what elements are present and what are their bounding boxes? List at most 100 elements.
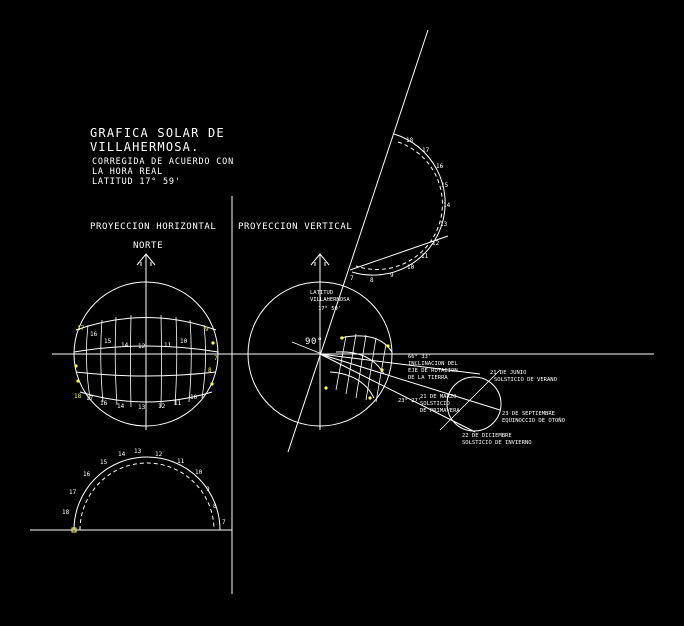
top-hour-label: 16 — [436, 163, 444, 170]
horizontal-heading: PROYECCION HORIZONTAL — [90, 222, 216, 232]
day-path-winter — [79, 391, 213, 403]
sun-position-markers — [74, 341, 215, 386]
incl-label-3: DE LA TIERRA — [408, 375, 448, 381]
arc-start-marker — [71, 527, 77, 533]
ray-line — [319, 353, 481, 375]
title-line-1: GRAFICA SOLAR DE — [90, 126, 225, 140]
hour-label: 10 — [190, 394, 198, 401]
latitud-label-2: VILLAHERMOSA — [310, 297, 350, 303]
arc-hour-label: 8 — [213, 503, 217, 510]
hour-label: 18 — [74, 393, 82, 400]
hour-line — [188, 319, 192, 403]
incl-value: 66° 33' — [408, 354, 431, 360]
sept-label-2: EQUINOCCIO DE OTOÑO — [502, 417, 565, 424]
incl-label-2: EJE DE ROTACION — [408, 368, 458, 374]
horizon-circle — [73, 281, 219, 427]
top-outer-arc — [351, 133, 446, 276]
title-note-2: LA HORA REAL — [92, 167, 163, 177]
sept-label-1: 23 DE SEPTIEMBRE — [502, 411, 555, 417]
hour-label: 16 — [100, 400, 108, 407]
sun-arc — [339, 335, 393, 353]
day-path-summer — [75, 317, 217, 331]
north-label: NORTE — [133, 241, 163, 251]
top-hour-label: 10 — [407, 264, 415, 271]
ray-line — [349, 235, 449, 271]
latitud-label-1: LATITUD — [310, 290, 333, 296]
arc-hour-label: 12 — [155, 451, 163, 458]
hour-label: 10 — [180, 338, 188, 345]
top-hour-label: 9 — [390, 272, 394, 279]
vertical-heading: PROYECCION VERTICAL — [238, 222, 352, 232]
title-line-2: VILLAHERMOSA. — [90, 140, 200, 154]
ray-line — [291, 341, 333, 359]
latitud-value: 17° 59' — [318, 306, 341, 312]
hour-label: 7 — [214, 355, 218, 362]
sunpath-semicircle: 18 17 16 15 14 13 12 11 10 9 8 7 — [62, 448, 226, 533]
hour-label: 15 — [104, 338, 112, 345]
arc-hour-label: 7 — [222, 519, 226, 526]
hour-line — [375, 343, 387, 403]
hour-line — [345, 333, 357, 395]
hour-line — [201, 324, 206, 399]
top-hour-label: 18 — [406, 137, 414, 144]
hour-line — [365, 337, 377, 401]
title-block: GRAFICA SOLAR DE VILLAHERMOSA. CORREGIDA… — [90, 126, 234, 187]
hour-label: 9 — [205, 326, 209, 333]
junio-label-1: 21 DE JUNIO — [490, 370, 526, 376]
arc-hour-label: 17 — [69, 489, 77, 496]
arc-hour-label: 13 — [134, 448, 142, 455]
hour-line — [355, 334, 367, 399]
hour-line — [130, 314, 132, 408]
marzo-label-1: 21 DE MARZO — [420, 394, 456, 400]
horizontal-projection: PROYECCION HORIZONTAL NORTE 17 16 15 14 … — [73, 222, 219, 430]
hour-label: 11 — [174, 400, 182, 407]
hour-label: 14 — [117, 403, 125, 410]
dashed-arc — [79, 462, 215, 531]
hour-label: 12 — [138, 343, 146, 350]
arc-hour-label: 14 — [118, 451, 126, 458]
leader-line — [439, 369, 501, 431]
day-path-mid — [75, 371, 217, 377]
top-hour-label: 14 — [443, 202, 451, 209]
hour-label: 8 — [208, 367, 212, 374]
ray-line — [319, 353, 476, 433]
hour-line — [174, 316, 178, 406]
top-hour-label: 17 — [422, 147, 430, 154]
vertical-projection: PROYECCION VERTICAL 90° LATI — [238, 29, 565, 453]
top-sunpath-arc: 18 17 16 15 14 13 12 11 10 9 8 7 — [350, 133, 451, 284]
top-hour-label: 15 — [441, 182, 449, 189]
hour-label: 17 — [77, 325, 85, 332]
top-hour-label: 13 — [440, 221, 448, 228]
orbit-circle — [446, 376, 502, 432]
hour-line — [160, 314, 162, 408]
earth-axis-line — [287, 29, 429, 453]
arc-hour-label: 9 — [206, 486, 210, 493]
arc-hour-label: 11 — [177, 458, 185, 465]
junio-label-2: SOLSTICIO DE VERANO — [494, 377, 557, 383]
top-hour-label: 7 — [350, 275, 354, 282]
title-note-1: CORREGIDA DE ACUERDO CON — [92, 157, 234, 167]
hour-line — [335, 335, 347, 391]
hour-label: 13 — [138, 404, 146, 411]
hour-label: 16 — [90, 331, 98, 338]
incl-label-1: INCLINACION DEL — [408, 361, 458, 367]
angle-90-label: 90° — [305, 337, 323, 347]
arc-hour-label: 15 — [100, 459, 108, 466]
day-path-equinox — [73, 345, 219, 353]
sun-arc — [329, 371, 375, 399]
top-hour-label: 12 — [432, 240, 440, 247]
horizontal-hour-labels: 17 16 15 14 12 11 10 9 18 17 16 14 13 12… — [74, 325, 218, 411]
north-arrow-icon — [136, 253, 156, 430]
arc-hour-label: 10 — [195, 469, 203, 476]
title-note-3: LATITUD 17° 59' — [92, 177, 181, 187]
vertical-sun-markers — [324, 336, 390, 400]
top-hour-label: 11 — [421, 253, 429, 260]
hour-label: 11 — [164, 342, 172, 349]
top-dashed-arc — [355, 141, 443, 270]
angle-2327: 23° 27' — [398, 398, 421, 404]
ray-line — [319, 353, 501, 411]
outer-arc — [73, 456, 221, 531]
hour-line — [114, 316, 118, 406]
arc-hour-label: 16 — [83, 471, 91, 478]
